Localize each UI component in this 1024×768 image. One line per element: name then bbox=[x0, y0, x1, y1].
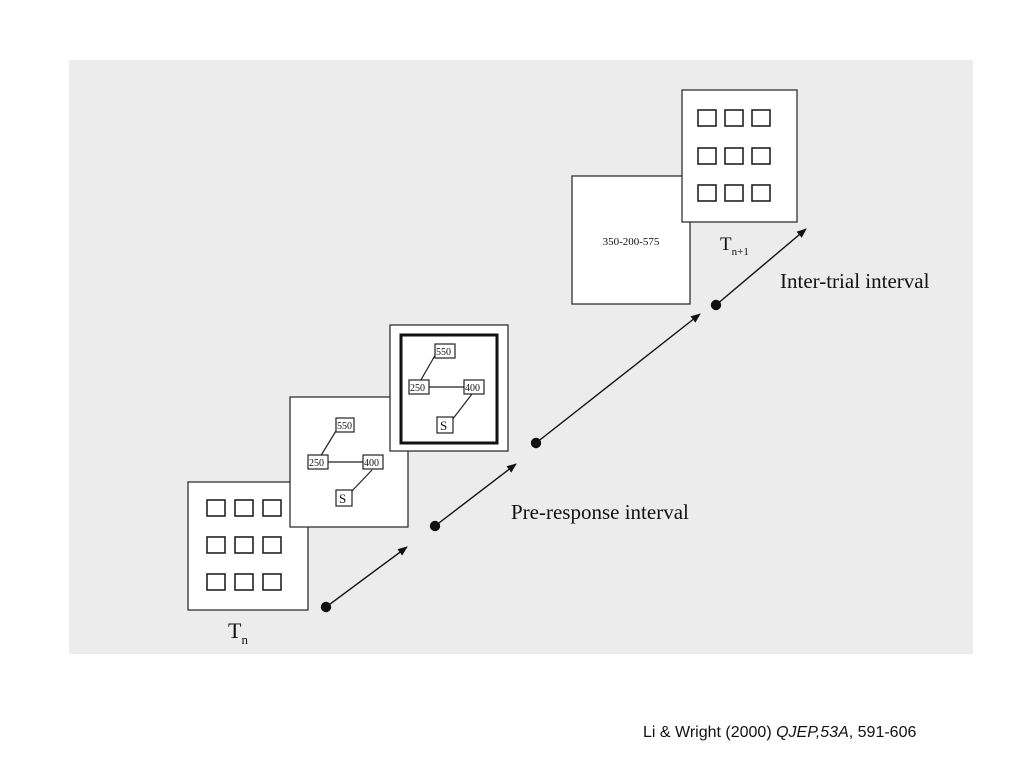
caption-journal: QJEP,53A bbox=[776, 724, 849, 741]
panel-list-path-highlighted: 550 250 400 S bbox=[389, 324, 509, 452]
arrow-4 bbox=[715, 228, 807, 306]
arrow-2 bbox=[434, 463, 517, 527]
arrow-3-start-dot bbox=[530, 437, 542, 449]
panel-tn1-grid bbox=[681, 89, 798, 223]
trial-sequence-diagram: Tn 550 250 400 S bbox=[69, 60, 973, 654]
pre-response-interval-label: Pre-response interval bbox=[511, 500, 689, 524]
feedback-text: 350-200-575 bbox=[603, 236, 660, 248]
panel-feedback: 350-200-575 bbox=[571, 175, 691, 305]
panel-list-path-1: 550 250 400 S bbox=[289, 396, 409, 528]
node-400: 400 bbox=[364, 458, 379, 469]
inter-trial-interval-label: Inter-trial interval bbox=[780, 269, 930, 293]
arrow-1-start-dot bbox=[320, 601, 332, 613]
panel-tn-label: Tn bbox=[228, 618, 248, 647]
panel-tn1-label: Tn+1 bbox=[720, 234, 749, 258]
arrow-1 bbox=[325, 546, 408, 608]
node-550: 550 bbox=[436, 347, 451, 358]
node-400: 400 bbox=[465, 383, 480, 394]
node-s: S bbox=[440, 418, 447, 433]
arrow-3 bbox=[535, 313, 701, 444]
node-s: S bbox=[339, 491, 346, 506]
node-250: 250 bbox=[410, 383, 425, 394]
panel-tn-grid bbox=[187, 481, 309, 611]
node-250: 250 bbox=[309, 458, 324, 469]
caption-authors: Li & Wright (2000) bbox=[643, 724, 772, 741]
arrow-2-start-dot bbox=[429, 520, 441, 532]
caption-pages: , 591-606 bbox=[848, 724, 917, 741]
arrow-4-start-dot bbox=[710, 299, 722, 311]
node-550: 550 bbox=[337, 421, 352, 432]
figure-caption: Li & Wright (2000) QJEP,53A, 591-606 bbox=[643, 724, 916, 742]
